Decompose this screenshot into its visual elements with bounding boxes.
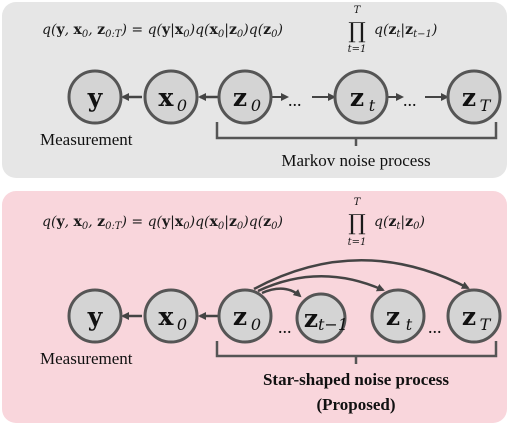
- bottom-process-label-line2: (Proposed): [316, 395, 395, 414]
- svg-text:t−1: t−1: [318, 315, 348, 334]
- svg-text:0: 0: [177, 96, 187, 115]
- bottom-node-zt: z t: [370, 288, 426, 344]
- top-product-symbol: ∏: [348, 19, 366, 44]
- top-product-lower: t=1: [348, 44, 367, 55]
- svg-text:y: y: [87, 83, 104, 112]
- bottom-dots-2: ...: [428, 317, 442, 337]
- top-node-zT: z T: [446, 69, 502, 125]
- svg-text:x: x: [159, 302, 175, 331]
- svg-text:y: y: [87, 302, 104, 331]
- bottom-arc-z0-to-zt1: [261, 287, 302, 298]
- svg-text:z: z: [350, 83, 364, 112]
- svg-text:0: 0: [251, 96, 261, 115]
- svg-text:z: z: [386, 302, 400, 331]
- bottom-dots-1: ...: [278, 317, 292, 337]
- svg-text:0: 0: [177, 315, 187, 334]
- top-dots-2: ...: [403, 90, 417, 110]
- top-process-label: Markov noise process: [281, 151, 430, 170]
- svg-text:T: T: [480, 315, 492, 334]
- bottom-product-lower: t=1: [348, 237, 367, 248]
- svg-text:T: T: [480, 96, 492, 115]
- bottom-product-symbol: ∏: [348, 211, 366, 236]
- bottom-node-zT: z T: [446, 288, 502, 344]
- top-equation-text: q(y, x0, z0:T) = q(y|x0)q(x0|z0)q(z0): [42, 22, 283, 40]
- bottom-node-x0: x 0: [143, 288, 199, 344]
- top-product-upper: T: [354, 5, 362, 16]
- top-node-z0: z 0: [217, 69, 273, 125]
- top-node-y: y: [67, 69, 123, 125]
- svg-text:0: 0: [251, 315, 261, 334]
- svg-text:t: t: [369, 96, 376, 115]
- svg-text:t: t: [406, 315, 413, 334]
- top-measurement-label: Measurement: [40, 130, 133, 149]
- bottom-product-upper: T: [354, 197, 362, 208]
- svg-text:x: x: [159, 83, 175, 112]
- bottom-node-y: y: [67, 288, 123, 344]
- bottom-arc-z0-to-zT: [253, 259, 470, 291]
- bottom-measurement-label: Measurement: [40, 349, 133, 368]
- top-node-zt: z t: [333, 69, 389, 125]
- top-dots-1: ...: [288, 90, 302, 110]
- bottom-node-zt-minus-1: z t−1: [295, 292, 348, 344]
- svg-text:z: z: [304, 304, 318, 333]
- svg-text:z: z: [233, 302, 247, 331]
- svg-text:z: z: [462, 83, 476, 112]
- svg-text:z: z: [462, 302, 476, 331]
- top-equation: q(y, x0, z0:T) = q(y|x0)q(x0|z0)q(z0) T …: [42, 5, 437, 55]
- bottom-arc-z0-to-zt: [257, 275, 385, 293]
- top-node-x0: x 0: [143, 69, 199, 125]
- bottom-equation-tail: q(zt|z0): [374, 214, 425, 232]
- bottom-process-label-line1: Star-shaped noise process: [263, 370, 449, 389]
- bottom-node-z0: z 0: [217, 288, 273, 344]
- bottom-equation-text: q(y, x0, z0:T) = q(y|x0)q(x0|z0)q(z0): [42, 214, 283, 232]
- svg-text:z: z: [233, 83, 247, 112]
